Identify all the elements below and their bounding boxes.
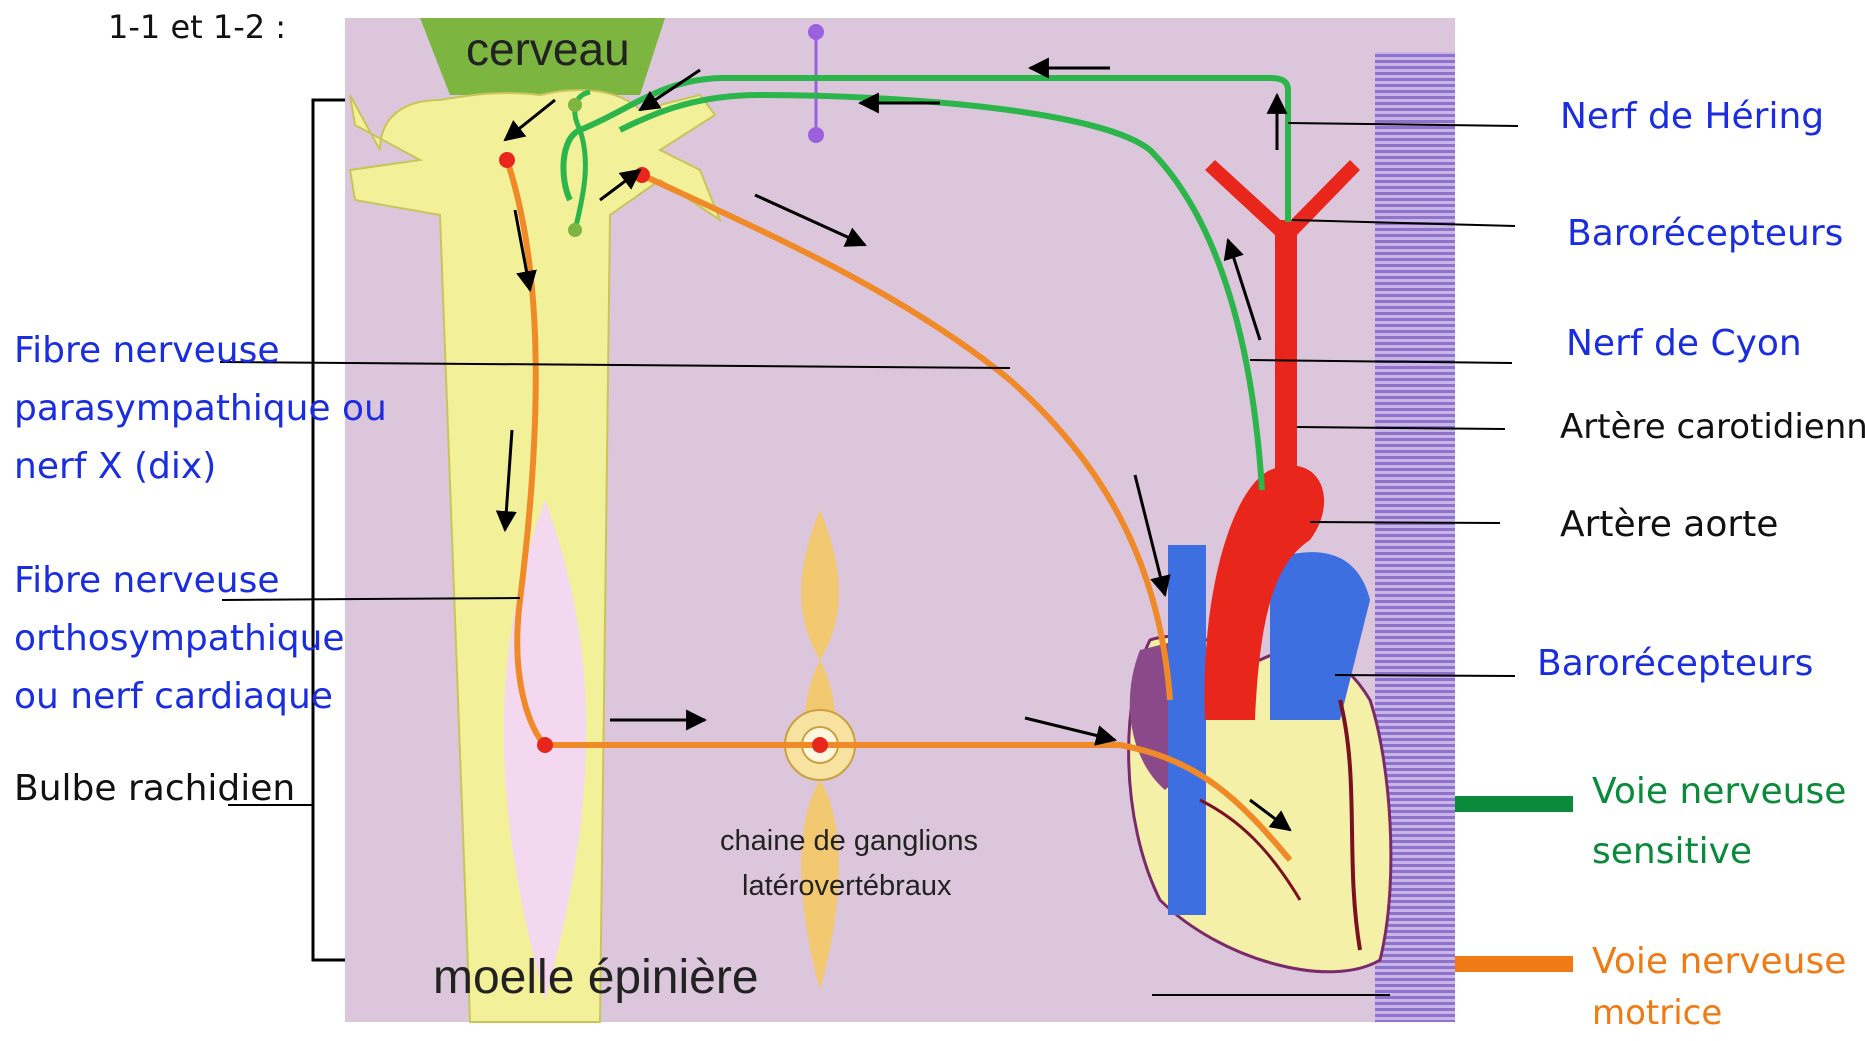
sensory-neuron <box>568 98 582 112</box>
label-artere-aorte: Artère aorte <box>1560 496 1778 554</box>
motor-neuron <box>499 152 515 168</box>
label-orthosymp-3: ou nerf cardiaque <box>14 668 333 726</box>
label-ganglions-1: chaine de ganglions <box>720 825 978 858</box>
legend-motrice-1: Voie nerveuse <box>1592 933 1846 991</box>
label-moelle: moelle épinière <box>433 950 759 1005</box>
label-ganglions-2: latérovertébraux <box>742 870 952 903</box>
label-orthosymp-1: Fibre nerveuse <box>14 552 279 610</box>
label-orthosymp-2: orthosympathique <box>14 610 345 668</box>
leader-line-aorta <box>1310 522 1500 523</box>
section-marker-bottom <box>808 127 824 143</box>
legend-motrice-2: motrice <box>1592 993 1722 1033</box>
legend-sensitive-1: Voie nerveuse <box>1592 763 1846 821</box>
sensory-neuron <box>568 223 582 237</box>
left-bracket <box>313 100 345 960</box>
ganglion-neuron <box>812 737 828 753</box>
section-marker-top <box>808 24 824 40</box>
label-nerf-cyon: Nerf de Cyon <box>1566 315 1802 373</box>
label-cerveau: cerveau <box>466 22 630 76</box>
label-nerf-hering: Nerf de Héring <box>1560 88 1824 146</box>
motor-neuron <box>537 737 553 753</box>
label-artere-carotidienne: Artère carotidienne <box>1560 398 1865 456</box>
label-barorecepteurs-1: Barorécepteurs <box>1567 205 1843 263</box>
legend-sensitive-2: sensitive <box>1592 823 1752 881</box>
heading: 1-1 et 1-2 : <box>108 8 286 46</box>
vena-cava <box>1168 545 1206 915</box>
label-parasymp-1: Fibre nerveuse <box>14 322 279 380</box>
label-parasymp-2: parasympathique ou <box>14 380 387 438</box>
legend-swatch-motrice <box>1455 956 1573 972</box>
leader-line-baro2 <box>1335 675 1515 676</box>
motor-neuron <box>634 167 650 183</box>
label-bulbe: Bulbe rachidien <box>14 760 295 818</box>
label-parasymp-3: nerf X (dix) <box>14 438 216 496</box>
carotid-artery <box>1275 220 1297 480</box>
legend-swatch-sensitive <box>1455 796 1573 812</box>
label-barorecepteurs-2: Barorécepteurs <box>1537 635 1813 693</box>
